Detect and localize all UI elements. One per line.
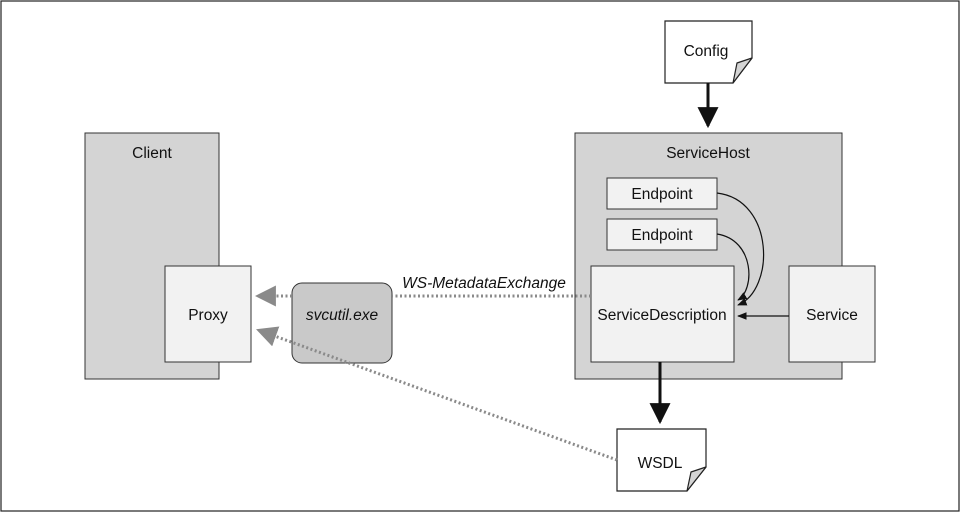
- svcutil-label: svcutil.exe: [306, 307, 379, 324]
- client-label: Client: [132, 145, 172, 162]
- service-description-box: ServiceDescription: [590, 265, 735, 363]
- endpoint1-to-description-arrow: [716, 192, 765, 306]
- wsdl-label: WSDL: [638, 455, 683, 472]
- proxy-box: Proxy: [164, 265, 252, 363]
- endpoint-box-1: Endpoint: [606, 177, 718, 210]
- config-label: Config: [684, 43, 729, 60]
- metadata-exchange-label: WS-MetadataExchange: [402, 275, 566, 292]
- config-page-fold-icon: [732, 57, 753, 84]
- config-document: Config: [664, 20, 753, 84]
- client-container: Client: [84, 132, 220, 380]
- wsdl-to-proxy-arrow: [256, 326, 618, 462]
- endpoint-box-2: Endpoint: [606, 218, 718, 251]
- service-description-label: ServiceDescription: [597, 307, 726, 324]
- svcutil-box: svcutil.exe: [291, 282, 393, 364]
- proxy-label: Proxy: [188, 307, 228, 324]
- endpoint-label-2: Endpoint: [631, 227, 693, 244]
- wsdl-page-fold-icon: [686, 466, 707, 492]
- service-host-label: ServiceHost: [666, 145, 750, 162]
- endpoint2-to-description-arrow: [716, 233, 750, 301]
- service-box: Service: [788, 265, 876, 363]
- service-label: Service: [806, 307, 858, 324]
- endpoint-label-1: Endpoint: [631, 186, 693, 203]
- wsdl-document: WSDL: [616, 428, 707, 492]
